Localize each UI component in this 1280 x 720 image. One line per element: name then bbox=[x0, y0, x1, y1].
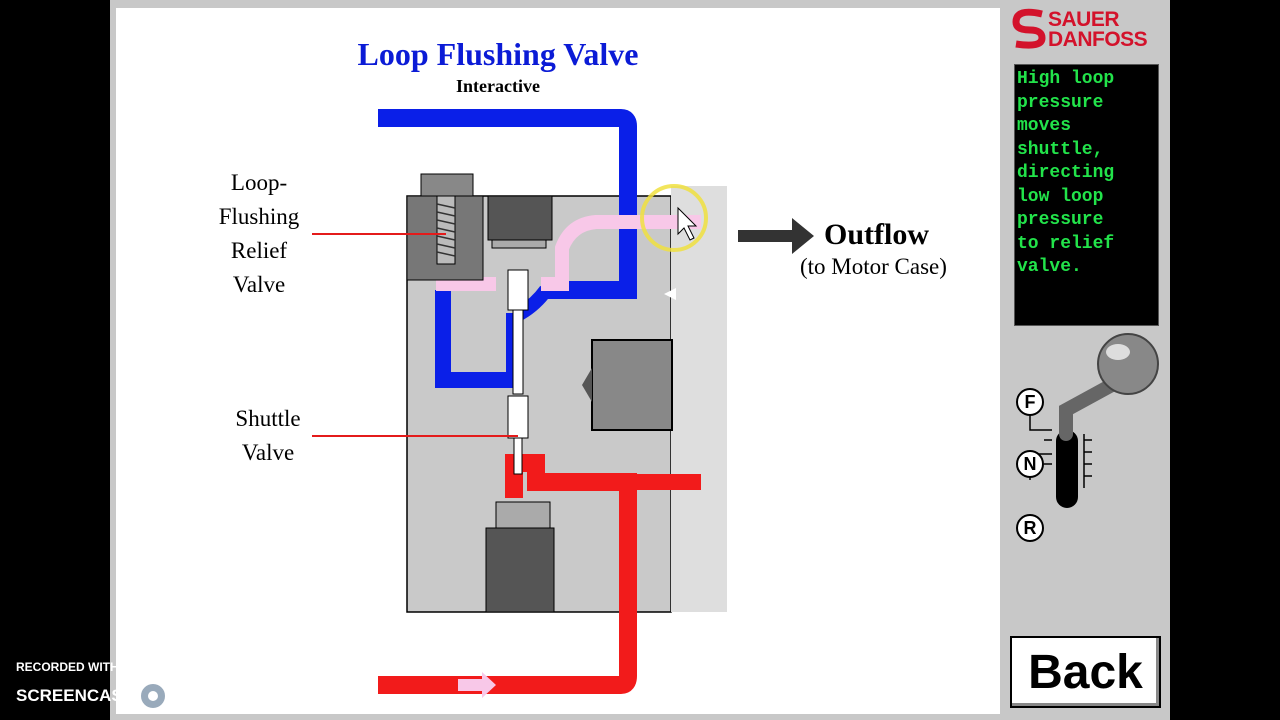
outflow-sublabel: (to Motor Case) bbox=[800, 254, 947, 279]
motor-housing bbox=[671, 186, 727, 612]
gear-forward-button[interactable]: F bbox=[1016, 388, 1044, 416]
motor-cylinder-tip bbox=[582, 368, 592, 402]
low-flow-arrow bbox=[664, 288, 676, 300]
outflow-arrow bbox=[738, 218, 814, 254]
page-subtitle: Interactive bbox=[456, 76, 540, 96]
watermark-brand-a: SCREENCAST bbox=[16, 686, 134, 705]
mouse-pointer-icon bbox=[677, 206, 698, 241]
diagram-panel: Loop Flushing Valve Interactive bbox=[116, 8, 1000, 714]
relief-valve-label: Loop- Flushing Relief Valve bbox=[218, 170, 300, 297]
back-button[interactable]: Back bbox=[1010, 636, 1161, 708]
shuttle-cap-base bbox=[485, 527, 555, 613]
high-pressure-line bbox=[378, 454, 637, 694]
recording-watermark: RECORDED WITH SCREENCAST MATIC bbox=[16, 660, 226, 712]
shuttle-rod bbox=[512, 309, 524, 395]
record-icon bbox=[137, 680, 170, 712]
page-title: Loop Flushing Valve bbox=[357, 36, 639, 72]
lever-arm bbox=[1059, 379, 1117, 441]
company-logo: SAUER DANFOSS bbox=[1012, 6, 1162, 52]
logo-mark-icon bbox=[1012, 8, 1046, 49]
lever-slot bbox=[1056, 430, 1078, 508]
status-message: High loop pressure moves shuttle, direct… bbox=[1014, 64, 1159, 326]
shuttle-valve-label: Shuttle Valve bbox=[235, 406, 301, 465]
watermark-brand-b: MATIC bbox=[173, 686, 226, 705]
flush-flow-channel bbox=[541, 215, 701, 291]
valve-schematic bbox=[312, 109, 814, 698]
watermark-line-1: RECORDED WITH bbox=[16, 660, 119, 674]
control-lever[interactable] bbox=[1000, 330, 1170, 550]
cursor-highlight bbox=[640, 184, 708, 252]
gear-reverse-button[interactable]: R bbox=[1016, 514, 1044, 542]
logo-line-1: SAUER bbox=[1048, 8, 1120, 31]
spring-coils bbox=[436, 203, 456, 257]
shuttle-spool bbox=[507, 395, 529, 439]
control-sidebar: SAUER DANFOSS High loop pressure moves s… bbox=[1000, 0, 1170, 720]
motor-cylinder bbox=[591, 339, 673, 431]
shuttle-cap-top bbox=[487, 195, 553, 241]
lever-knob bbox=[1097, 333, 1159, 395]
outflow-label: Outflow bbox=[824, 218, 929, 251]
high-flow-arrow bbox=[458, 672, 496, 698]
low-pressure-line bbox=[378, 109, 637, 299]
gear-neutral-button[interactable]: N bbox=[1016, 450, 1044, 478]
logo-line-2: DANFOSS bbox=[1048, 28, 1148, 51]
shuttle-spool-upper bbox=[507, 269, 529, 311]
shuttle-rod-lower bbox=[513, 437, 523, 475]
